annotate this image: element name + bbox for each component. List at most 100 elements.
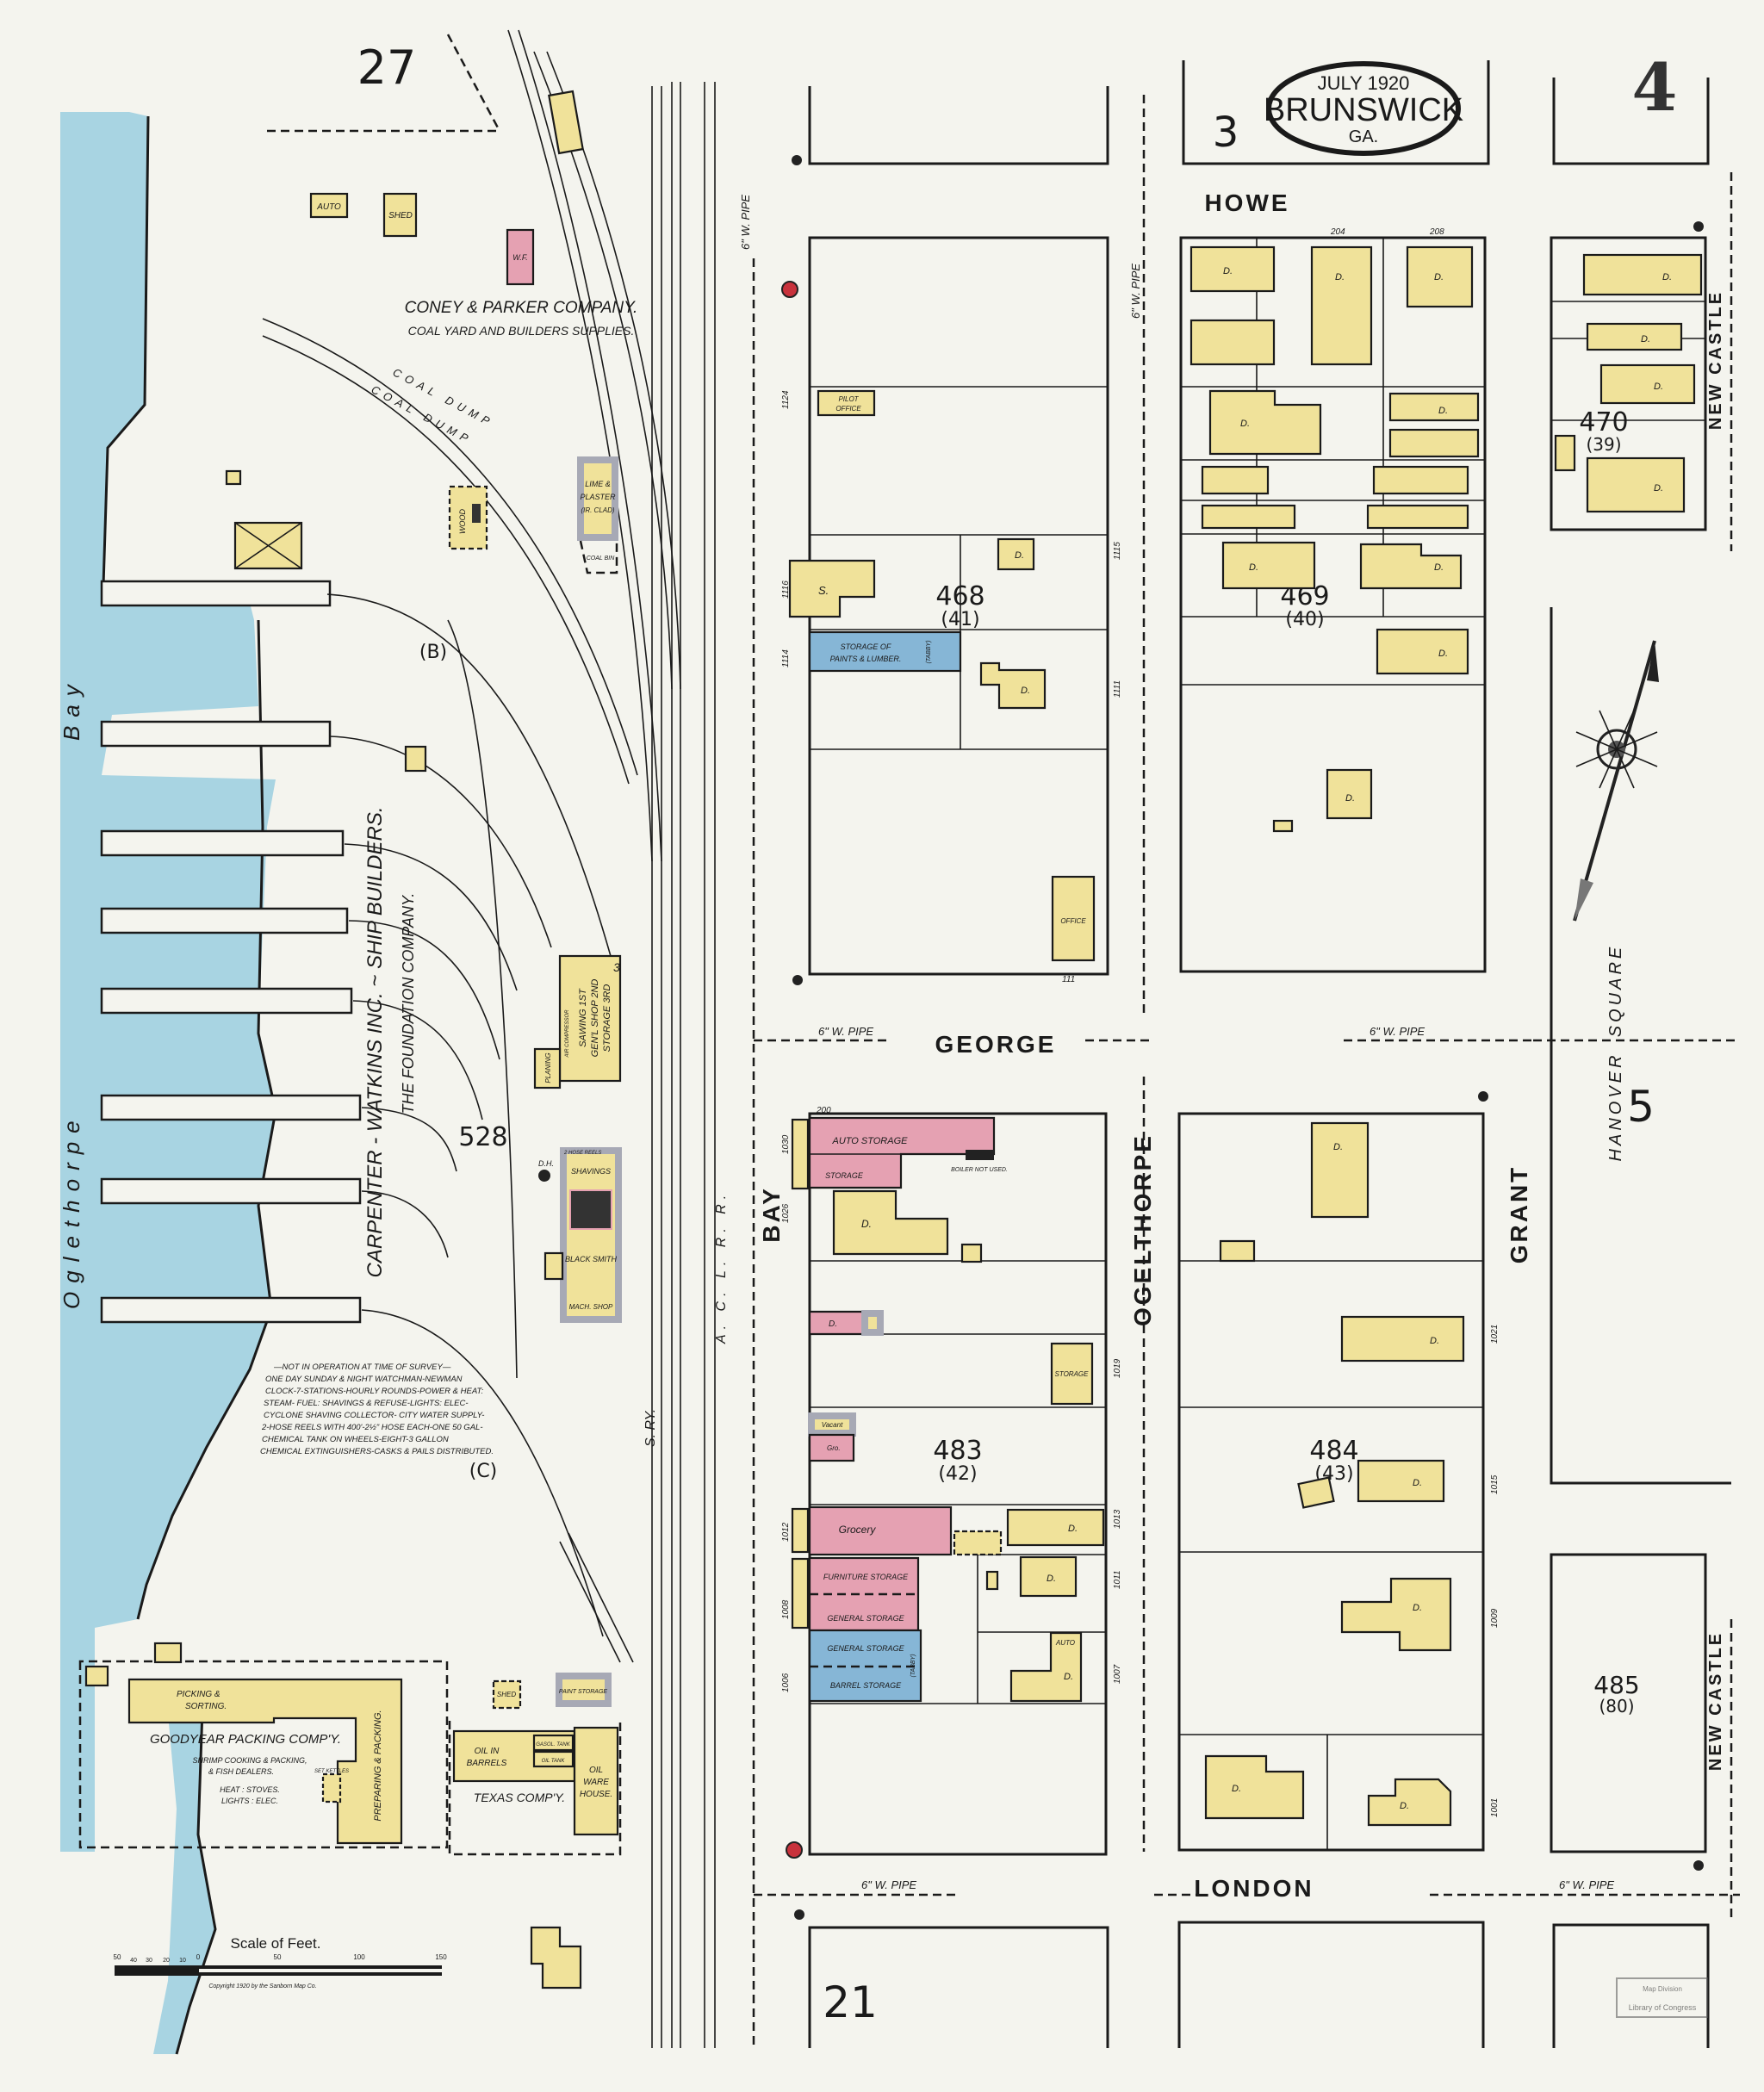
street-ogelthorpe: OGELTHORPE: [1129, 1133, 1156, 1326]
svg-text:D.: D.: [1400, 1801, 1409, 1811]
svg-text:D.H.: D.H.: [538, 1159, 554, 1168]
railroad-tracks: [262, 29, 716, 2048]
svg-text:LIGHTS : ELEC.: LIGHTS : ELEC.: [221, 1797, 278, 1805]
svg-text:D.: D.: [1021, 686, 1030, 696]
coal-bin-label: COAL BIN: [587, 556, 615, 562]
svg-text:D.: D.: [1654, 382, 1663, 392]
street-new-castle-south: NEW CASTLE: [1706, 1631, 1725, 1771]
street-new-castle-north: NEW CASTLE: [1706, 290, 1725, 430]
svg-text:SET KETTLES: SET KETTLES: [314, 1769, 349, 1774]
svg-text:SHED: SHED: [388, 211, 413, 220]
svg-text:485: 485: [1593, 1671, 1639, 1699]
svg-text:483: 483: [933, 1436, 982, 1466]
section-b: (B): [419, 642, 447, 663]
svg-text:OFFICE: OFFICE: [835, 405, 861, 413]
svg-text:(42): (42): [938, 1463, 977, 1485]
svg-text:CHEMICAL TANK ON WHEELS-EIGHT-: CHEMICAL TANK ON WHEELS-EIGHT-3 GALLON: [262, 1435, 449, 1444]
boiler: [966, 1150, 994, 1160]
building-paint-lumber-storage: [808, 630, 962, 673]
svg-text:208: 208: [1429, 227, 1444, 237]
adjacent-sheet-north[interactable]: 3: [1213, 109, 1239, 157]
block-470-buildings: D. D. D. D.: [1554, 221, 1704, 513]
house-numbers: 1115 1111 1019 1013 1011 1007 1021 1015 …: [781, 227, 1500, 1817]
svg-text:Vacant: Vacant: [822, 1421, 843, 1429]
svg-text:& FISH DEALERS.: & FISH DEALERS.: [208, 1767, 274, 1776]
svg-text:2-HOSE REELS WITH 400'-2½" HOS: 2-HOSE REELS WITH 400'-2½" HOSE EACH-ONE…: [261, 1423, 482, 1432]
svg-text:STORAGE OF: STORAGE OF: [841, 642, 891, 651]
svg-text:D.: D.: [1413, 1603, 1422, 1613]
building-auto: [309, 192, 349, 219]
svg-text:3: 3: [613, 960, 620, 974]
svg-text:Scale of Feet.: Scale of Feet.: [231, 1935, 321, 1952]
svg-text:MACH. SHOP: MACH. SHOP: [569, 1303, 613, 1311]
svg-text:PILOT: PILOT: [838, 395, 859, 403]
svg-text:D.: D.: [1438, 649, 1448, 659]
svg-text:10: 10: [179, 1958, 186, 1964]
adjacent-sheet-west[interactable]: 27: [357, 40, 417, 95]
svg-text:(TABBY): (TABBY): [910, 1654, 916, 1677]
svg-text:D.: D.: [861, 1218, 872, 1230]
svg-text:CYCLONE SHAVING COLLECTOR- CIT: CYCLONE SHAVING COLLECTOR- CITY WATER SU…: [264, 1411, 484, 1420]
square-label: SQUARE: [1606, 944, 1625, 1037]
svg-text:D.: D.: [1240, 419, 1250, 429]
svg-text:STORAGE: STORAGE: [1055, 1370, 1090, 1378]
copyright: Copyright 1920 by the Sanborn Map Co.: [208, 1983, 316, 1990]
svg-text:1124: 1124: [781, 390, 791, 409]
svg-text:50: 50: [114, 1953, 121, 1961]
svg-text:(40): (40): [1285, 609, 1324, 630]
svg-text:1008: 1008: [781, 1599, 791, 1619]
water-pipes: [752, 95, 1740, 2050]
svg-text:D.: D.: [1223, 266, 1233, 276]
block-468-buildings: PILOT OFFICE S. D. STORAGE OF PAINTS & L…: [781, 155, 1096, 985]
building-wf: [506, 228, 535, 286]
svg-text:D.: D.: [1068, 1524, 1078, 1534]
company-carpenter-watkins: CARPENTER - WATKINS INC. ~ SHIP BUILDERS…: [363, 807, 387, 1278]
svg-text:D.: D.: [1641, 334, 1650, 345]
svg-text:STEAM- FUEL: SHAVINGS & REFUSE: STEAM- FUEL: SHAVINGS & REFUSE-LIGHTS: E…: [264, 1399, 469, 1408]
building-shop-complex: [560, 1147, 622, 1323]
svg-text:SHRIMP COOKING & PACKING,: SHRIMP COOKING & PACKING,: [192, 1756, 307, 1765]
fire-hydrant: [781, 281, 798, 298]
svg-text:AUTO STORAGE: AUTO STORAGE: [831, 1136, 908, 1146]
svg-text:OIL IN: OIL IN: [475, 1747, 500, 1756]
svg-text:100: 100: [353, 1953, 365, 1961]
svg-text:1001: 1001: [1490, 1798, 1500, 1817]
svg-text:BLACK SMITH: BLACK SMITH: [565, 1255, 618, 1263]
svg-text:HEAT : STOVES.: HEAT : STOVES.: [220, 1785, 280, 1794]
building-grocery: [808, 1505, 953, 1556]
building-picking-packing: [127, 1678, 403, 1845]
svg-text:PAINT STORAGE: PAINT STORAGE: [559, 1689, 607, 1695]
svg-text:CLOCK-7-STATIONS-HOURLY ROUNDS: CLOCK-7-STATIONS-HOURLY ROUNDS-POWER & H…: [265, 1387, 484, 1396]
library-of-congress-stamp: Map Division Library of Congress: [1616, 1977, 1708, 2018]
svg-text:AIR COMPRESSOR: AIR COMPRESSOR: [565, 1009, 570, 1058]
svg-text:D.: D.: [1413, 1478, 1422, 1488]
street-george: GEORGE: [935, 1031, 1057, 1058]
adjacent-sheet-south[interactable]: 21: [823, 1977, 878, 2027]
pipe-label-ogelthorpe: 6" W. PIPE: [1129, 264, 1142, 319]
svg-text:ONE DAY SUNDAY & NIGHT WATCHMA: ONE DAY SUNDAY & NIGHT WATCHMAN-NEWMAN: [265, 1375, 463, 1384]
svg-text:Gro.: Gro.: [827, 1444, 841, 1452]
svg-text:204: 204: [1330, 227, 1345, 237]
building-lime-plaster: [577, 456, 618, 541]
street-london: LONDON: [1194, 1875, 1314, 1902]
svg-text:D.: D.: [1064, 1672, 1073, 1682]
block-468: 468 (41): [935, 581, 984, 630]
svg-text:200: 200: [816, 1106, 831, 1115]
svg-text:SAWING 1ST: SAWING 1ST: [578, 988, 588, 1047]
svg-text:OIL: OIL: [589, 1766, 603, 1775]
svg-text:D.: D.: [1662, 272, 1672, 282]
title-state: GA.: [1349, 127, 1378, 146]
svg-text:1026: 1026: [781, 1203, 791, 1223]
svg-text:20: 20: [163, 1958, 170, 1964]
street-howe: HOWE: [1204, 189, 1289, 216]
svg-text:(IR. CLAD): (IR. CLAD): [581, 506, 614, 514]
adjacent-sheet-east[interactable]: 5: [1627, 1082, 1655, 1132]
svg-text:GENERAL STORAGE: GENERAL STORAGE: [827, 1614, 904, 1623]
water-label-bay: Bay: [59, 676, 84, 741]
company-coney-parker: CONEY & PARKER COMPANY.: [405, 299, 638, 317]
svg-text:PAINTS & LUMBER.: PAINTS & LUMBER.: [830, 655, 902, 663]
water-label-oglethorpe: Oglethorpe: [59, 1112, 84, 1309]
sheet-number: 4: [1632, 49, 1678, 126]
svg-text:40: 40: [130, 1958, 137, 1964]
